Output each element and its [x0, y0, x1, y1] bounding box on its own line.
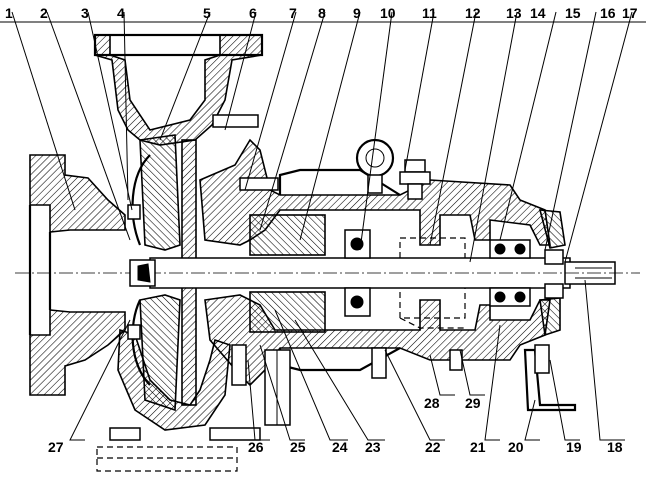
- oil-cup: [399, 159, 431, 200]
- leader-lines: [0, 11, 646, 441]
- label-18: 18: [607, 439, 623, 455]
- label-2: 2: [40, 5, 48, 21]
- label-9: 9: [353, 5, 361, 21]
- bolts: [109, 114, 463, 441]
- label-12: 12: [465, 5, 481, 21]
- label-22: 22: [425, 439, 441, 455]
- bearings: [344, 229, 531, 317]
- pump-shaft: [15, 257, 640, 289]
- label-19: 19: [566, 439, 582, 455]
- label-6: 6: [249, 5, 257, 21]
- bearing-cover: [538, 209, 566, 337]
- label-24: 24: [332, 439, 348, 455]
- part-number-labels: 1 2 3 4 5 6 7 8 9 10 11 12 13 14 15 16 1…: [5, 5, 638, 455]
- label-14: 14: [530, 5, 546, 21]
- label-20: 20: [508, 439, 524, 455]
- label-7: 7: [289, 5, 297, 21]
- label-16: 16: [600, 5, 616, 21]
- label-25: 25: [290, 439, 306, 455]
- label-23: 23: [365, 439, 381, 455]
- label-28: 28: [424, 395, 440, 411]
- support-foot: [523, 344, 577, 412]
- label-10: 10: [380, 5, 396, 21]
- label-26: 26: [248, 439, 264, 455]
- label-15: 15: [565, 5, 581, 21]
- label-5: 5: [203, 5, 211, 21]
- label-3: 3: [81, 5, 89, 21]
- label-11: 11: [422, 5, 437, 21]
- pump-casing: [28, 33, 264, 472]
- label-4: 4: [117, 5, 125, 21]
- label-1: 1: [5, 5, 13, 21]
- label-21: 21: [470, 439, 486, 455]
- label-29: 29: [465, 395, 481, 411]
- label-13: 13: [506, 5, 522, 21]
- lifting-eye: [355, 138, 395, 194]
- label-27: 27: [48, 439, 64, 455]
- label-17: 17: [622, 5, 638, 21]
- label-8: 8: [318, 5, 326, 21]
- shaft-seal: [249, 214, 326, 426]
